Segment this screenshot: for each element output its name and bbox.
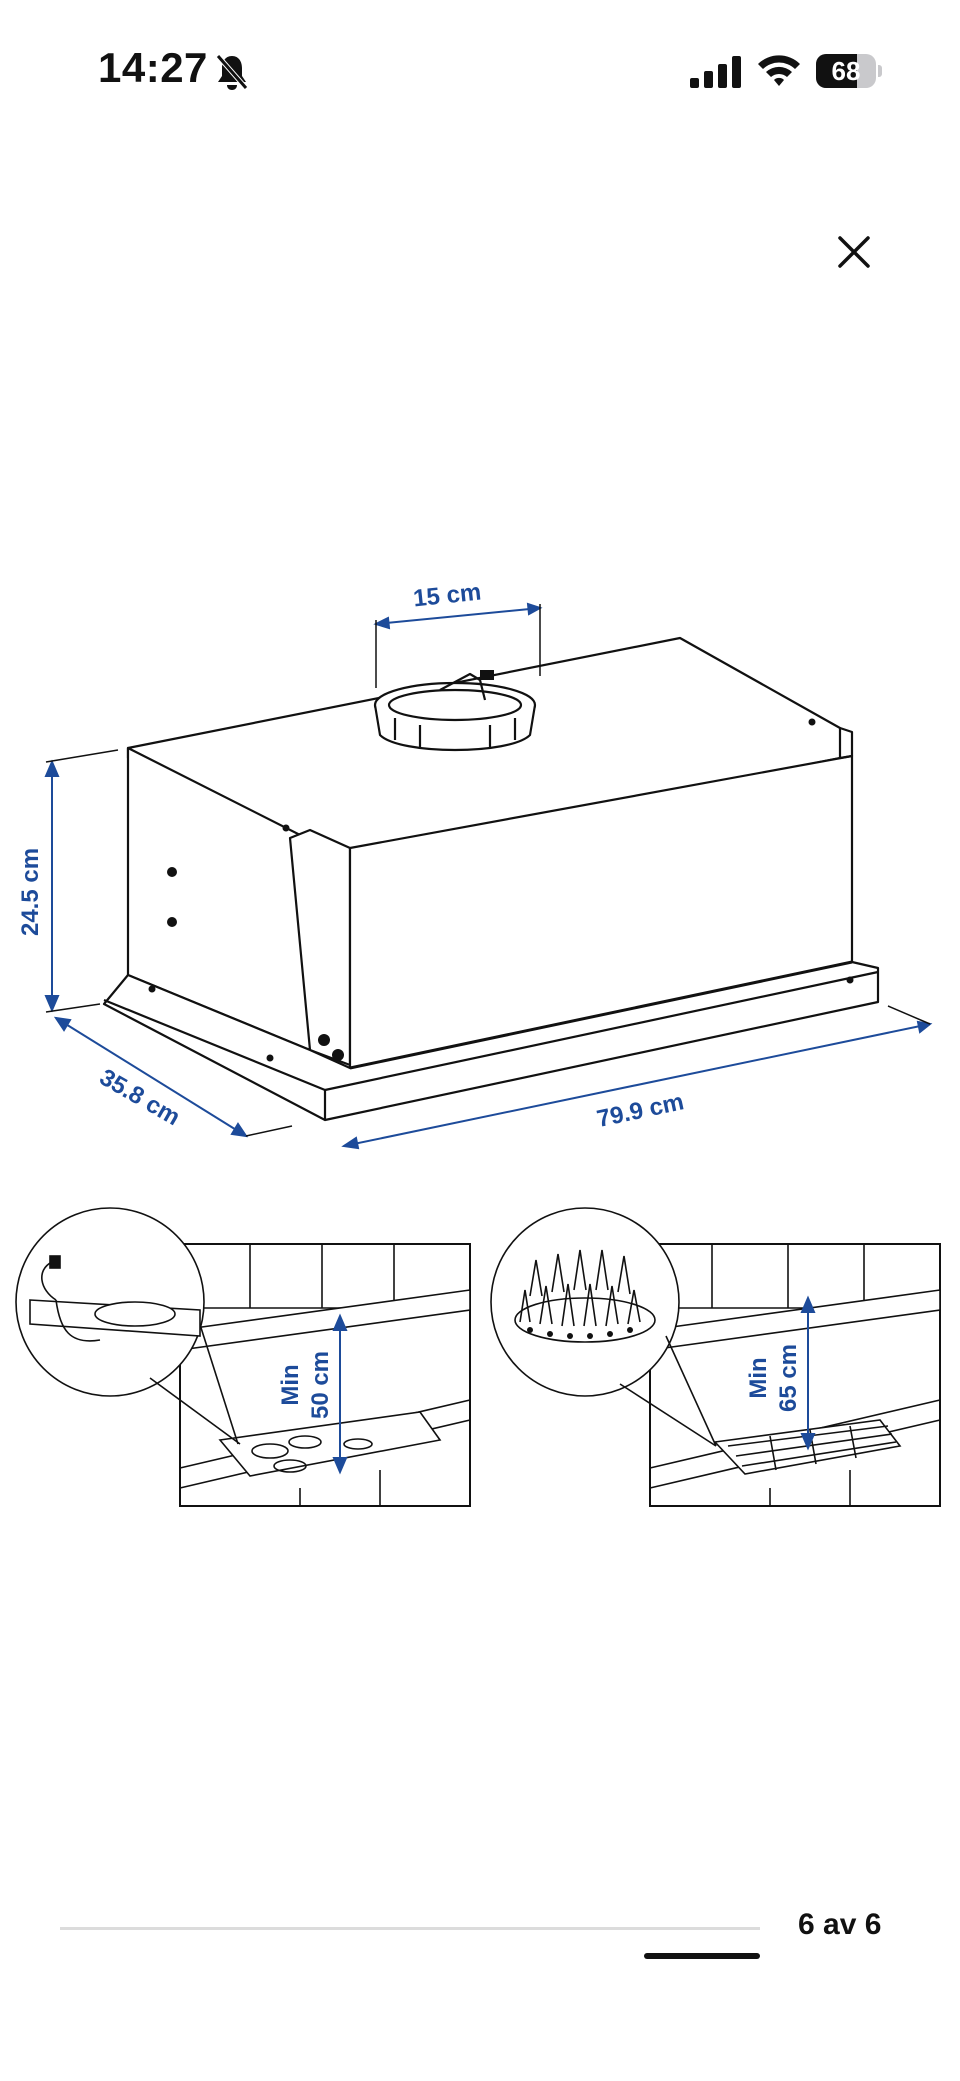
width-label: 79.9 cm [595,1088,687,1133]
clearance-gas-min: Min [745,1357,772,1398]
battery-fill [816,54,857,88]
clearance-gas-value: 65 cm [775,1344,802,1412]
cellular-signal-icon [690,56,741,88]
close-icon [838,236,870,268]
status-time: 14:27 [98,44,208,91]
status-bar: 14:27 68 [0,0,960,140]
pagination-thumb[interactable] [644,1953,760,1959]
product-dimension-image: 15 cm 24.5 cm 35.8 cm 79.9 cm [15,579,941,1507]
clearance-gas-diagram: Min 65 cm [490,1207,941,1507]
bell-slash-icon [216,54,248,90]
close-button[interactable] [826,224,882,280]
clearance-electric-value: 50 cm [307,1351,334,1419]
battery-nub [878,65,882,77]
duct-diameter-label: 15 cm [412,579,483,613]
clearance-electric-diagram: Min 50 cm [15,1207,471,1507]
battery-level: 68 [831,56,861,86]
depth-label: 35.8 cm [95,1064,185,1131]
height-label: 24.5 cm [17,848,44,936]
pagination-label: 6 av 6 [798,1908,882,1941]
pagination-track[interactable] [60,1927,760,1959]
battery-body: 68 [816,54,876,88]
image-pagination: 6 av 6 [0,1900,960,1960]
clearance-electric-min: Min [277,1364,304,1405]
wifi-icon [758,55,800,86]
battery-icon: 68 [816,54,882,88]
